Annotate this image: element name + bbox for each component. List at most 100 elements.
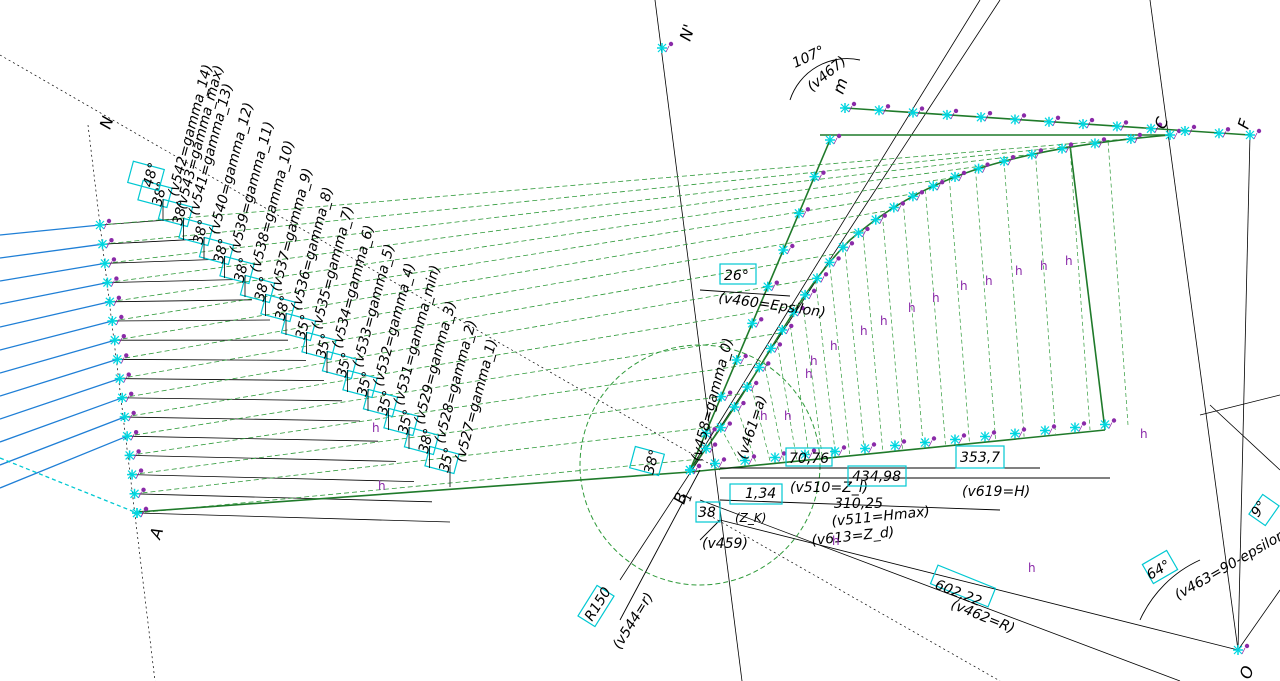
v461-label: (v461=a) xyxy=(735,393,771,461)
point-labels: A N N' B 1 C F O m xyxy=(96,22,1258,681)
constraint-mark: h xyxy=(1140,427,1148,441)
v613-label: (v613=Z_d) xyxy=(811,524,895,549)
d353-label: (v619=H) xyxy=(962,484,1030,500)
hatch-line xyxy=(949,179,970,443)
left-point-markers xyxy=(95,218,149,518)
lead-line xyxy=(102,238,199,245)
top-point-marker xyxy=(942,108,959,120)
dim-epsilon[interactable]: 26° (v460=Epsilon) xyxy=(717,263,827,321)
point-A-marker xyxy=(132,506,149,518)
hatch-line xyxy=(862,229,884,451)
constraint-mark: h xyxy=(372,421,380,435)
point-m-label: m xyxy=(829,76,852,97)
dim-38[interactable]: 38 (v459) xyxy=(695,501,748,552)
curve-point-marker xyxy=(1165,128,1182,140)
lead-line xyxy=(107,279,235,283)
curve-point-marker xyxy=(812,272,829,284)
d134-value: 1,34 xyxy=(745,486,776,502)
constraint-mark: h xyxy=(784,409,792,423)
lead-line xyxy=(112,319,271,322)
projection-line xyxy=(124,304,799,418)
projection-line xyxy=(117,230,862,360)
gamma-value: 38° xyxy=(416,427,438,455)
line-point-marker xyxy=(747,317,764,329)
left-point-marker xyxy=(109,334,127,346)
bottom-point-marker xyxy=(980,430,997,442)
point-B1-sub: 1 xyxy=(680,491,696,503)
constraint-mark: h xyxy=(832,534,840,548)
left-point-marker xyxy=(122,430,139,442)
gamma-value: 38° xyxy=(170,199,192,227)
blue-ray xyxy=(0,435,128,489)
dim-353[interactable]: 353,7 (v619=H) xyxy=(955,445,1030,500)
lead-line xyxy=(119,378,325,381)
z-label: (v510=Z_l) xyxy=(790,480,868,496)
gamma-dimension-labels: 35°(v527=gamma_1)38°(v528=gamma_2)35°(v5… xyxy=(137,63,501,487)
projection-line xyxy=(132,393,744,475)
left-point-marker xyxy=(99,257,117,269)
projection-line xyxy=(119,253,838,379)
constraint-mark: h xyxy=(985,274,993,288)
top-point-marker xyxy=(874,104,891,116)
blue-ray xyxy=(0,243,103,259)
lead-line xyxy=(127,435,379,442)
dim-134[interactable]: 1,34 (Z_K) xyxy=(729,483,783,525)
projection-line xyxy=(136,458,699,514)
lead-line xyxy=(136,512,451,523)
projection-line xyxy=(129,362,763,456)
line-point-marker xyxy=(809,170,826,182)
top-point-marker xyxy=(976,111,993,123)
gamma-value: 35° xyxy=(313,332,335,360)
hatch-line xyxy=(844,245,866,453)
hatch-line xyxy=(1107,141,1129,427)
curve-point-marker xyxy=(777,323,794,335)
blue-ray-lines xyxy=(0,224,138,514)
gamma-value: 38° xyxy=(211,237,233,265)
gamma-value: 35° xyxy=(354,370,376,398)
dim-r150[interactable]: R150 (v544=r) xyxy=(577,584,657,652)
dim-64[interactable]: 64° (v463=90-epsilon) xyxy=(1141,524,1280,603)
line-point-marker xyxy=(731,353,748,365)
curve-point-marker xyxy=(729,400,746,413)
constraint-mark: h xyxy=(860,324,868,338)
dim-z[interactable]: 70,76 (v510=Z_l) xyxy=(785,447,868,496)
constraint-mark: h xyxy=(805,367,813,381)
top-point-marker xyxy=(1112,120,1129,132)
a64-label: (v463=90-epsilon) xyxy=(1172,524,1280,603)
hatch-line xyxy=(763,360,785,461)
gamma-value: 38° xyxy=(272,294,294,322)
top-point-marker xyxy=(1078,117,1095,130)
dim-434[interactable]: 434,98 xyxy=(847,465,907,487)
r150-value: R150 xyxy=(582,585,615,624)
gamma-value: 35° xyxy=(375,389,397,417)
d38-label: (v459) xyxy=(702,536,748,552)
line-point-marker xyxy=(700,427,717,439)
dotted-lines xyxy=(0,54,1001,681)
left-point-marker xyxy=(119,410,136,422)
projection-line xyxy=(114,210,890,341)
z-value: 70,76 xyxy=(789,451,829,467)
lead-line xyxy=(109,299,253,303)
bottom-point-marker xyxy=(860,442,877,454)
hatch-line xyxy=(1035,153,1056,434)
left-point-marker xyxy=(107,314,124,326)
hatch-line xyxy=(801,299,823,457)
line-point-marker xyxy=(778,243,795,255)
curve-point-marker xyxy=(950,170,967,182)
bottom-point-marker xyxy=(1070,421,1087,433)
lead-line xyxy=(129,455,397,462)
hatch-line xyxy=(829,262,850,455)
hatch-line xyxy=(925,189,946,445)
curve-point-marker xyxy=(765,342,783,354)
hatch-line xyxy=(882,214,903,449)
top-point-marker xyxy=(1180,124,1197,136)
d38-value: 38 xyxy=(698,505,716,521)
projection-line xyxy=(109,177,954,303)
top-point-marker xyxy=(1044,115,1061,127)
blue-ray xyxy=(0,281,108,305)
projection-line xyxy=(104,153,1035,264)
dim-9[interactable]: 9° xyxy=(1248,493,1280,527)
point-F-label: F xyxy=(1234,116,1255,131)
hatch-line xyxy=(975,169,996,440)
